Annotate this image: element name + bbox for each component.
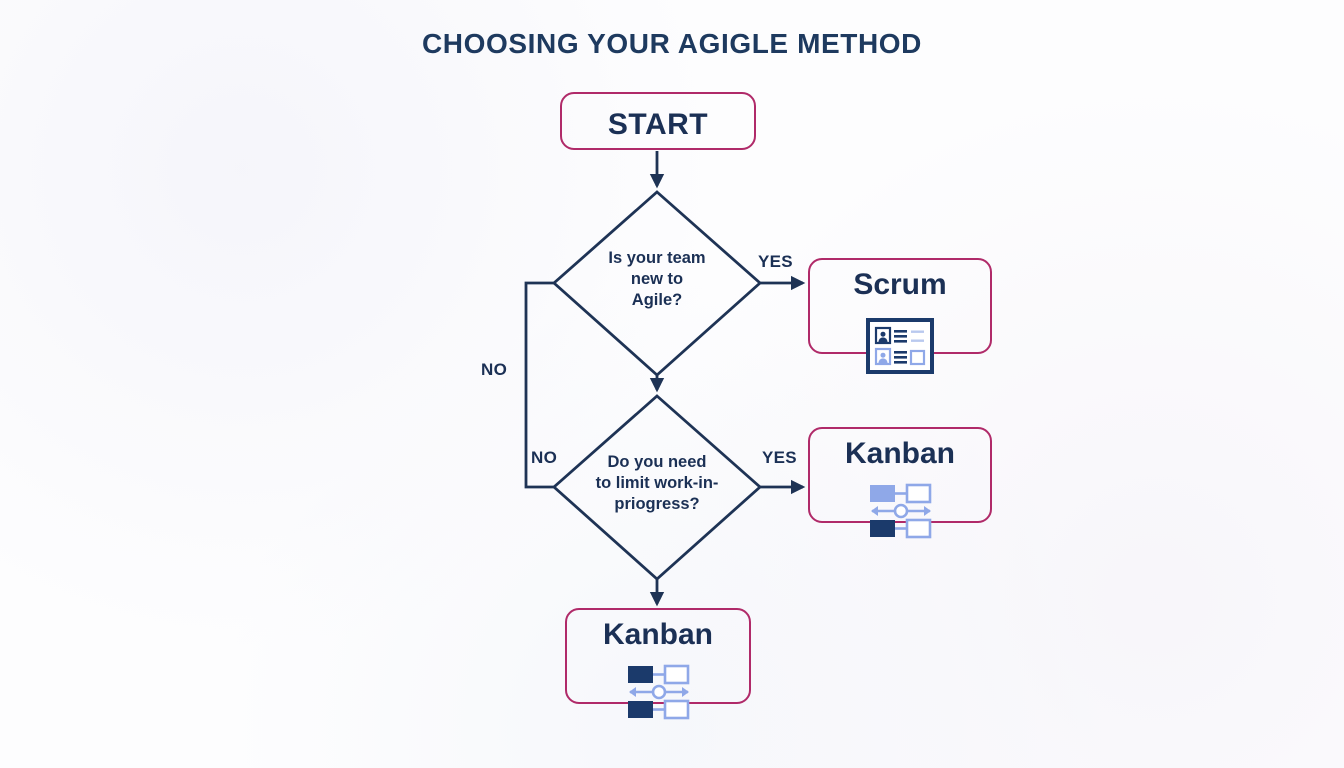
result-node-kanban-no[interactable]: Kanban: [565, 608, 751, 704]
decision-diamond-2-label: Do you need to limit work-in- priogress?: [595, 453, 719, 513]
result-node-scrum[interactable]: Scrum: [808, 258, 992, 354]
result-scrum-label: Scrum: [853, 268, 947, 301]
edge-label-no-inner: NO: [531, 448, 558, 467]
page-title: CHOOSING YOUR AGIGLE METHOD: [421, 28, 922, 59]
decision-diamond-1-label: Is your team new to Agile?: [608, 249, 706, 309]
kanban-flow-icon: [624, 663, 694, 726]
edge-label-yes-kanban: YES: [762, 448, 797, 467]
result-kanban-yes-label: Kanban: [844, 437, 955, 470]
edge-label-no-outer: NO: [481, 360, 508, 379]
edge-label-yes-scrum: YES: [758, 252, 793, 271]
kanban-flow-icon: [866, 482, 936, 545]
result-kanban-no-label: Kanban: [602, 618, 713, 651]
start-node-label: START: [607, 108, 709, 141]
scrum-board-icon: [866, 318, 934, 379]
result-node-kanban-yes[interactable]: Kanban: [808, 427, 992, 523]
edge-decision1-no-path: [524, 281, 554, 489]
start-node[interactable]: START: [560, 92, 756, 150]
